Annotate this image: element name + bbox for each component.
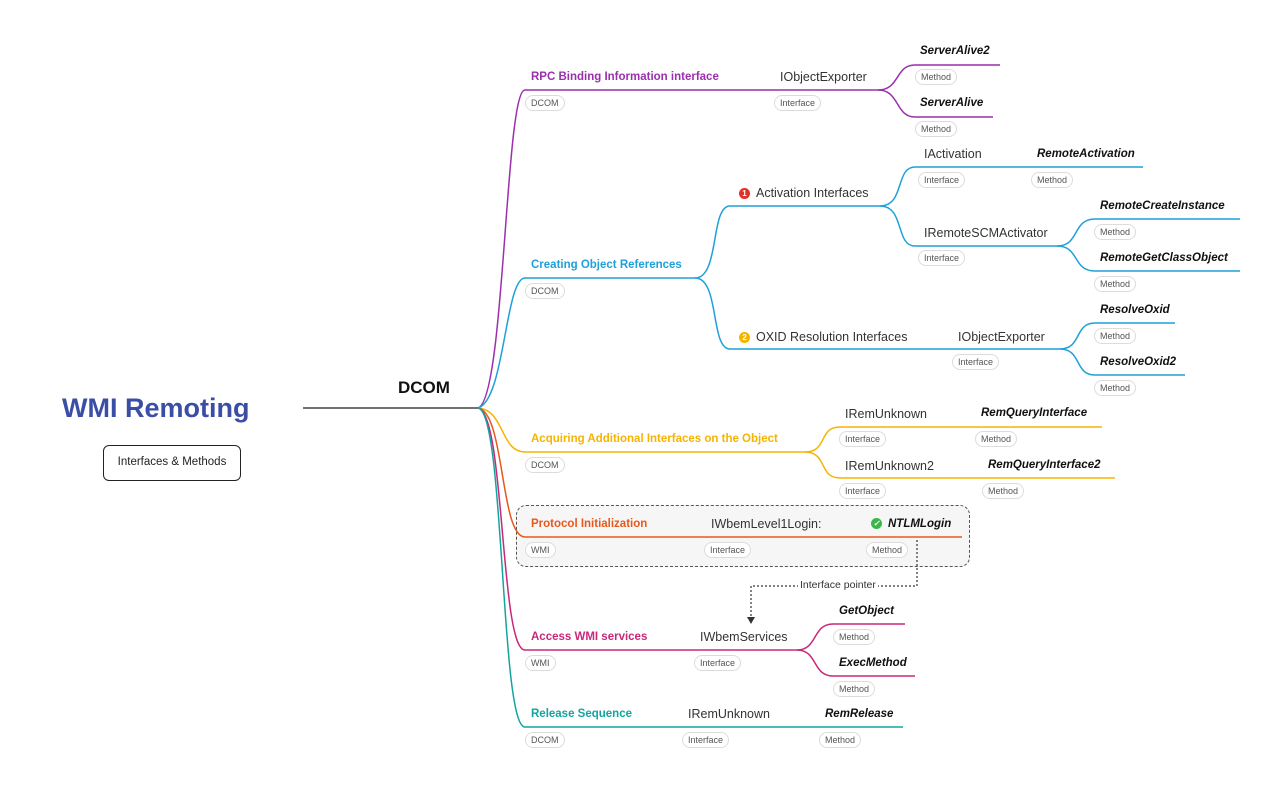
resolve-oxid-tag: Method xyxy=(1094,328,1137,344)
activation-interfaces-label: 1 Activation Interfaces xyxy=(739,186,869,200)
scm-method-line-2 xyxy=(1056,245,1240,272)
rem-query-interface-tag: Method xyxy=(975,431,1018,447)
rem-query-interface-method: RemQueryInterface xyxy=(981,407,1088,419)
ntlm-login-text: NTLMLogin xyxy=(888,518,952,530)
map-title: WMI Remoting xyxy=(62,393,250,423)
rpc-protocol-tag: DCOM xyxy=(525,95,565,111)
creating-protocol-tag: DCOM xyxy=(525,283,565,299)
oxid-interface-label: IObjectExporter xyxy=(958,330,1045,344)
get-object-tag: Method xyxy=(833,629,876,645)
resolve-oxid-method: ResolveOxid xyxy=(1100,304,1170,316)
rpc-interface-label: IObjectExporter xyxy=(780,70,867,84)
release-iremunknown-label: IRemUnknown xyxy=(688,707,770,721)
rpc-method-1: ServerAlive2 xyxy=(920,45,990,57)
check-circle-icon: ✓ xyxy=(871,518,882,529)
iactivation-label: IActivation xyxy=(924,147,982,161)
interface-pointer-note: Interface pointer xyxy=(798,579,878,591)
release-branch-line xyxy=(477,407,903,728)
acquiring-branch-line xyxy=(477,407,805,453)
protocol-branch-line xyxy=(477,407,962,538)
rpc-branch-label: RPC Binding Information interface xyxy=(531,71,719,83)
iwbemlevel1login-label: IWbemLevel1Login: xyxy=(711,517,822,531)
oxid-resolution-label: 2 OXID Resolution Interfaces xyxy=(739,330,907,344)
iwbemlevel1login-tag: Interface xyxy=(704,542,752,558)
iremunknown2-label: IRemUnknown2 xyxy=(845,459,934,473)
iremotescm-tag: Interface xyxy=(918,250,966,266)
rpc-method-line-2 xyxy=(877,89,993,118)
iwbemservices-tag: Interface xyxy=(694,655,742,671)
acquiring-protocol-tag: DCOM xyxy=(525,457,565,473)
ntlm-login-method: ✓ NTLMLogin xyxy=(871,518,951,530)
oxid-method-line-1 xyxy=(1059,322,1175,350)
remote-get-class-object-tag: Method xyxy=(1094,276,1137,292)
iwbemservices-label: IWbemServices xyxy=(700,630,788,644)
oxid-resolution-text: OXID Resolution Interfaces xyxy=(756,330,908,344)
remote-create-instance-method: RemoteCreateInstance xyxy=(1100,200,1225,212)
exec-method-method: ExecMethod xyxy=(839,657,907,669)
release-protocol-tag: DCOM xyxy=(525,732,565,748)
scm-method-line-1 xyxy=(1056,218,1240,247)
iactivation-line xyxy=(879,166,1143,207)
iremotescm-line xyxy=(879,205,1057,247)
remote-get-class-object-method: RemoteGetClassObject xyxy=(1100,252,1228,264)
iremunknown-label: IRemUnknown xyxy=(845,407,927,421)
iremunknown2-tag: Interface xyxy=(839,483,887,499)
hub-label: DCOM xyxy=(398,378,450,397)
iremotescm-label: IRemoteSCMActivator xyxy=(924,226,1048,240)
iactivation-tag: Interface xyxy=(918,172,966,188)
release-branch-label: Release Sequence xyxy=(531,708,633,720)
rem-query-interface2-tag: Method xyxy=(982,483,1025,499)
rpc-interface-tag: Interface xyxy=(774,95,822,111)
iremunknown-tag: Interface xyxy=(839,431,887,447)
oxid-line xyxy=(694,277,1060,350)
creating-branch-label: Creating Object References xyxy=(531,259,682,271)
number-two-icon: 2 xyxy=(739,332,750,343)
access-protocol-tag: WMI xyxy=(525,655,556,671)
acquiring-line-1 xyxy=(804,426,1102,453)
rem-query-interface2-method: RemQueryInterface2 xyxy=(988,459,1101,471)
rpc-method-line-1 xyxy=(877,64,1000,91)
rpc-method-1-tag: Method xyxy=(915,69,958,85)
protocol-branch-label: Protocol Initialization xyxy=(531,518,648,530)
remote-activation-method: RemoteActivation xyxy=(1037,148,1135,160)
rpc-method-2-tag: Method xyxy=(915,121,958,137)
access-method-line-2 xyxy=(796,649,915,677)
rem-release-method: RemRelease xyxy=(825,708,894,720)
oxid-method-line-2 xyxy=(1059,348,1185,376)
remote-activation-tag: Method xyxy=(1031,172,1074,188)
remote-create-instance-tag: Method xyxy=(1094,224,1137,240)
rpc-method-2: ServerAlive xyxy=(920,97,984,109)
rpc-branch-line xyxy=(477,89,878,409)
rem-release-tag: Method xyxy=(819,732,862,748)
access-branch-label: Access WMI services xyxy=(531,631,648,643)
acquiring-line-2 xyxy=(804,451,1115,479)
get-object-method: GetObject xyxy=(839,605,894,617)
resolve-oxid2-tag: Method xyxy=(1094,380,1137,396)
access-branch-line xyxy=(477,407,797,651)
exec-method-tag: Method xyxy=(833,681,876,697)
activation-interfaces-text: Activation Interfaces xyxy=(756,186,869,200)
release-iremunknown-tag: Interface xyxy=(682,732,730,748)
arrow-head-icon xyxy=(747,617,755,624)
ntlm-login-tag: Method xyxy=(866,542,909,558)
oxid-interface-tag: Interface xyxy=(952,354,1000,370)
activation-line xyxy=(694,205,880,279)
acquiring-branch-label: Acquiring Additional Interfaces on the O… xyxy=(531,433,778,445)
access-method-line-1 xyxy=(796,623,905,651)
resolve-oxid2-method: ResolveOxid2 xyxy=(1100,356,1177,368)
protocol-tag: WMI xyxy=(525,542,556,558)
creating-branch-line xyxy=(477,277,695,409)
number-one-icon: 1 xyxy=(739,188,750,199)
subtitle-badge: Interfaces & Methods xyxy=(103,445,241,481)
